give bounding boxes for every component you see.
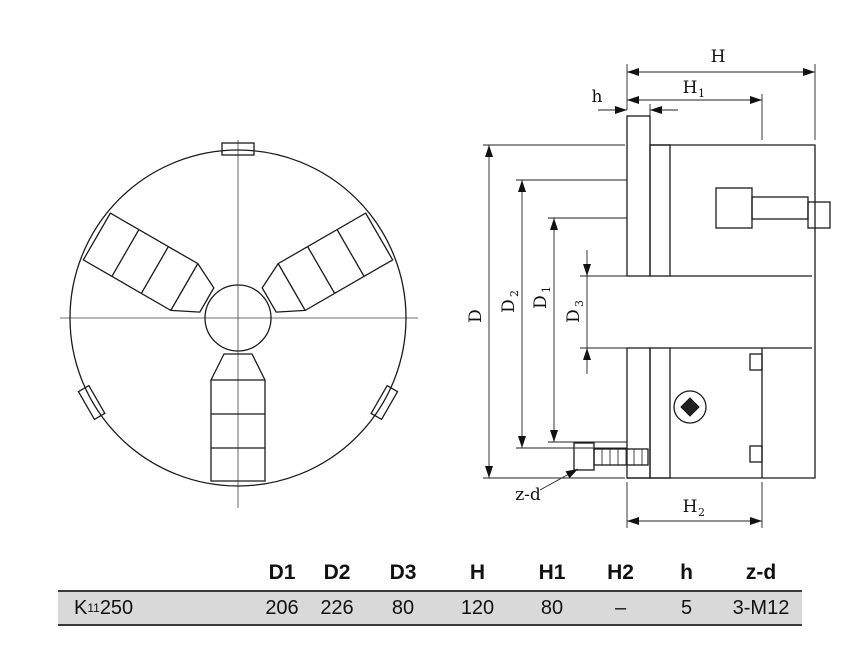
pinion-circle [673,390,707,424]
col-header-d3: D3 [389,561,417,584]
col-header-h-lower: h [680,561,693,584]
key-socket-square [807,201,831,229]
dim-D-label: D [466,309,486,323]
dim-D1: D 1 [531,217,627,443]
slot-end-mark [370,384,399,421]
key-socket-body [715,187,753,229]
screw-threads [601,449,643,465]
flange-section-top [649,144,671,277]
model-rest: 250 [99,596,134,619]
dim-H2: H 2 [626,482,763,528]
dim-zd: z-d [515,468,579,505]
jaw-bottom [210,142,266,482]
spec-value-d2: 226 [320,596,354,619]
dim-D2-sub: 2 [508,290,521,297]
side-view [573,115,831,479]
spec-value-d3: 80 [391,596,415,619]
dimensions: H H 1 h D [466,47,816,528]
jaw-upper-left [82,212,399,421]
back-notch-top [749,353,763,371]
model-prefix: K [74,596,88,619]
dim-H1-label: H [683,78,698,98]
center-bore-circle [204,284,272,352]
dim-h: h [592,87,678,116]
dim-zd-label: z-d [515,485,541,505]
dim-H: H [626,47,816,140]
back-notch-bottom [749,445,763,463]
col-header-d2: D2 [323,561,351,584]
front-view [60,140,418,508]
body-outline [627,144,816,479]
key-socket-neck [751,196,809,220]
jaw-section-top [626,115,651,277]
col-header-h-upper: H [469,561,486,584]
spec-value-h-upper: 120 [460,596,495,619]
dim-D2-label: D [499,299,519,313]
dim-D1-label: D [531,295,551,309]
jaw-upper-right [77,212,394,421]
col-header-zd: z-d [745,561,777,584]
col-header-h1: H1 [538,561,566,584]
dim-H1: H 1 [627,78,763,140]
dim-D3: D 3 [564,250,650,374]
pinion-square-hole [680,397,700,417]
dim-D2: D 2 [499,179,627,449]
dim-D: D [466,144,625,479]
spec-value-h2: – [614,596,627,619]
jaw-section-bottom [626,347,651,479]
dim-D1-sub: 1 [540,286,553,293]
spec-value-d1: 206 [265,596,299,619]
spec-value-zd: 3-M12 [732,596,790,619]
col-header-h2: H2 [607,561,634,584]
spec-value-h-lower: 5 [680,596,693,619]
flange-section-bottom [649,347,671,479]
dim-D3-label: D [564,309,584,323]
dim-H-label: H [711,47,726,67]
dim-H1-sub: 1 [698,87,705,100]
dim-H2-sub: 2 [698,506,705,519]
dim-D3-sub: 3 [573,300,586,307]
chuck-body-circle [69,149,407,487]
chuck-drawing: H H 1 h D [60,47,831,528]
slot-end-mark [77,384,106,421]
dim-H2-label: H [683,497,698,517]
screw-head [573,442,595,471]
col-header-d1: D1 [268,561,296,584]
spec-table-header: D1 D2 D3 H H1 H2 h z-d [58,556,802,590]
slot-end-mark [221,142,255,156]
spec-value-h1: 80 [540,596,564,619]
screw-shaft [593,448,649,466]
col-header-model [58,556,257,590]
dim-h-label: h [592,87,603,107]
